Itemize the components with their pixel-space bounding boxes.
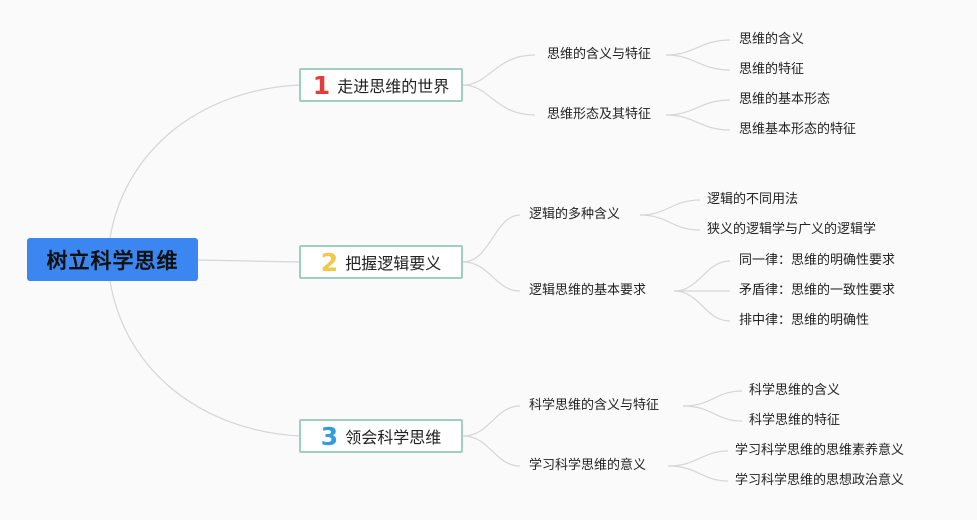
leaf-6-1[interactable]: 学习科学思维的思维素养意义 bbox=[735, 443, 905, 458]
subtopic-5[interactable]: 科学思维的含义与特征 bbox=[529, 398, 660, 413]
branch-3-topic[interactable]: 3 领会科学思维 bbox=[299, 419, 463, 453]
leaf-5-2[interactable]: 科学思维的特征 bbox=[749, 413, 841, 428]
leaf-4-3[interactable]: 排中律：思维的明确性 bbox=[739, 313, 870, 328]
branch-3-label: 领会科学思维 bbox=[345, 428, 442, 447]
leaf-4-1[interactable]: 同一律：思维的明确性要求 bbox=[739, 253, 896, 268]
leaf-3-1[interactable]: 逻辑的不同用法 bbox=[707, 192, 799, 207]
subtopic-1[interactable]: 思维的含义与特征 bbox=[547, 47, 652, 62]
connector-b1-s2 bbox=[462, 84, 536, 116]
branch-1-topic[interactable]: 1 走进思维的世界 bbox=[299, 68, 463, 102]
leaf-1-2[interactable]: 思维的特征 bbox=[739, 62, 805, 77]
number-2-icon: 2 bbox=[320, 247, 339, 277]
subtopic-6[interactable]: 学习科学思维的意义 bbox=[529, 458, 647, 473]
leaf-2-1[interactable]: 思维的基本形态 bbox=[739, 92, 831, 107]
connector-b2-s2 bbox=[462, 261, 521, 292]
connector-b3-s2 bbox=[462, 435, 521, 467]
leaf-4-2[interactable]: 矛盾律：思维的一致性要求 bbox=[739, 283, 896, 298]
number-3-icon: 3 bbox=[320, 421, 339, 451]
number-1-icon: 1 bbox=[312, 70, 331, 100]
subtopic-4[interactable]: 逻辑思维的基本要求 bbox=[529, 283, 647, 298]
leaf-6-2[interactable]: 学习科学思维的思想政治意义 bbox=[735, 473, 905, 488]
leaf-2-2[interactable]: 思维基本形态的特征 bbox=[739, 122, 857, 137]
root-topic-label: 树立科学思维 bbox=[46, 248, 179, 273]
subtopic-3[interactable]: 逻辑的多种含义 bbox=[529, 207, 621, 222]
leaf-3-2[interactable]: 狭义的逻辑学与广义的逻辑学 bbox=[707, 222, 877, 237]
root-topic[interactable]: 树立科学思维 bbox=[27, 238, 198, 281]
leaf-5-1[interactable]: 科学思维的含义 bbox=[749, 383, 841, 398]
branch-2-label: 把握逻辑要义 bbox=[345, 254, 442, 273]
connector-root-branch-2 bbox=[197, 259, 300, 263]
subtopic-2[interactable]: 思维形态及其特征 bbox=[547, 107, 652, 122]
connector-root-branch-1 bbox=[109, 84, 300, 239]
branch-2-topic[interactable]: 2 把握逻辑要义 bbox=[299, 245, 463, 279]
connector-b2-s1 bbox=[462, 214, 521, 263]
connector-root-branch-3 bbox=[109, 280, 300, 437]
connector-b1-s1 bbox=[462, 54, 536, 86]
leaf-1-1[interactable]: 思维的含义 bbox=[739, 32, 805, 47]
branch-1-label: 走进思维的世界 bbox=[337, 77, 450, 96]
connector-b3-s1 bbox=[462, 405, 521, 437]
